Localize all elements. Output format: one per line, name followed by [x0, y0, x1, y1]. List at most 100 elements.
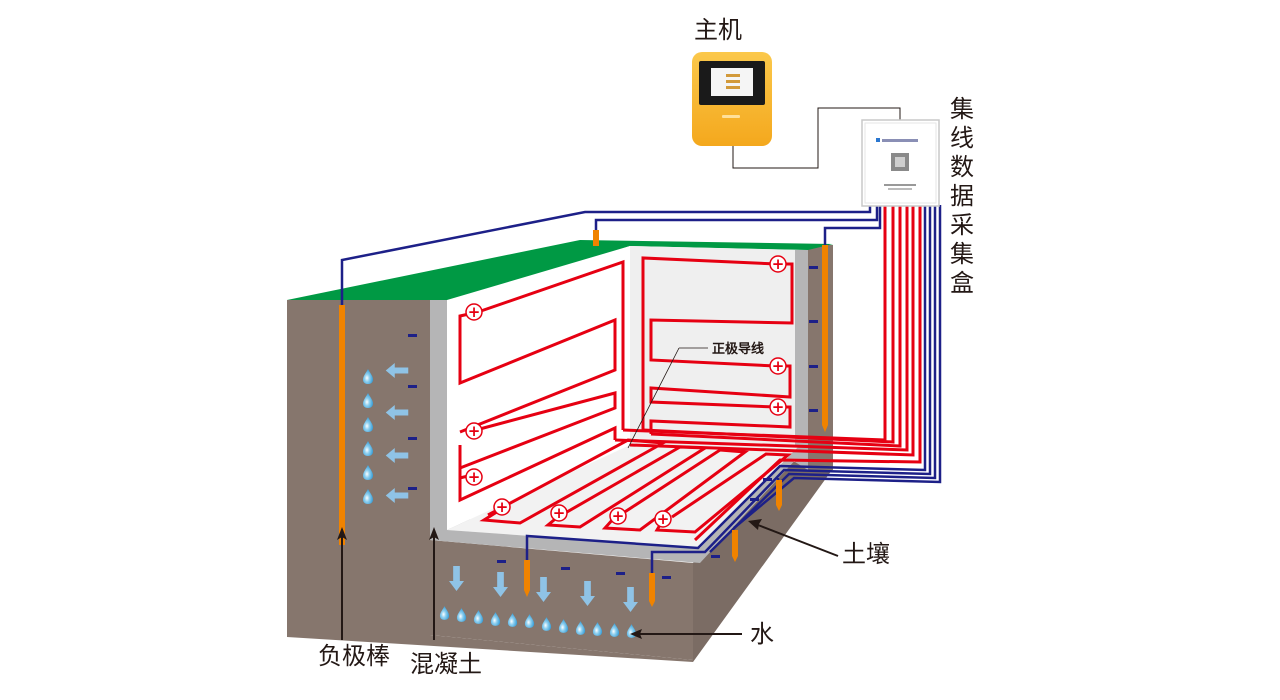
soil-label: 土壤 [842, 540, 890, 568]
cathode-rod-side-1 [732, 530, 738, 562]
host-screen-bar [726, 74, 740, 77]
concrete-leader-arrow [429, 527, 439, 540]
anode-marker: + [654, 510, 672, 528]
anode-bundle-2 [642, 205, 895, 444]
cathode-mark [408, 487, 417, 490]
collector-label-char: 数 [950, 153, 974, 181]
cathode-mark [809, 409, 818, 412]
collector-box-logo [876, 138, 880, 142]
cathode-mark [763, 478, 772, 481]
host-device [692, 52, 772, 146]
cathode-wires [340, 205, 942, 575]
leader-lines [337, 347, 839, 640]
cathode-rod-left [339, 305, 345, 545]
collector-box-footer-1 [884, 184, 916, 186]
anode-symbol: + [468, 303, 481, 321]
cathode-mark [616, 572, 625, 575]
water-leader-arrow [630, 629, 642, 639]
anode-wire-floor-1 [479, 438, 668, 525]
anode-bundle-4 [614, 205, 909, 452]
cathode-mark [750, 498, 759, 501]
cathode-mark [408, 385, 417, 388]
soil-left-face [287, 300, 693, 662]
cathode-mark [408, 437, 417, 440]
soil-leader [757, 524, 839, 557]
collector-label-char: 集 [950, 95, 974, 123]
anode-symbol: + [772, 398, 785, 416]
inner-left-wall [447, 246, 630, 530]
soil-block [287, 245, 833, 662]
cathode-rod-bottom-2 [649, 573, 655, 607]
anode-marker: + [465, 303, 483, 321]
host-cable [732, 107, 901, 169]
anode-marker: + [465, 468, 483, 486]
anode-marker: + [769, 255, 787, 273]
anode-symbol: + [468, 422, 481, 440]
anode-marker: + [769, 398, 787, 416]
water-label: 水 [750, 620, 774, 648]
anode-wire-floor-4 [654, 452, 792, 534]
collector-box-inner [864, 122, 937, 204]
collector-box-label: 集 线 数 据 采 集 盒 [950, 95, 974, 297]
collector-label-char: 据 [950, 182, 974, 210]
cathode-mark [809, 320, 818, 323]
host-screen-bar [726, 86, 740, 89]
anode-symbol: + [612, 507, 625, 525]
soil-leader-arrow [748, 519, 762, 530]
cathode-mark [809, 365, 818, 368]
cathode-mark [662, 576, 671, 579]
host-screen-bar [726, 80, 740, 83]
cathode-rod-label: 负极棒 [318, 642, 390, 670]
collector-label-char: 盒 [950, 269, 974, 297]
soil-right-face [693, 462, 832, 662]
cathode-rods [339, 230, 828, 607]
anode-wires [458, 205, 922, 542]
anode-symbol: + [468, 468, 481, 486]
anode-wire-back-1 [641, 256, 778, 430]
anode-marker: + [550, 504, 568, 522]
cathode-mark [497, 560, 506, 563]
collector-box-title-bar [882, 139, 918, 142]
cathode-bundle-3 [709, 205, 937, 553]
anode-wire-left-top [458, 259, 625, 434]
host-label: 主机 [694, 16, 742, 44]
collector-box-footer-2 [888, 188, 912, 190]
anode-symbol: + [772, 357, 785, 375]
concrete-label: 混凝土 [410, 650, 482, 678]
grass-surface [287, 240, 833, 300]
host-logo [722, 115, 740, 118]
cathode-mark [711, 555, 720, 558]
anode-symbol: + [772, 255, 785, 273]
cathode-mark [809, 266, 818, 269]
qr-code-inner [895, 157, 905, 167]
cathode-wire-left-rod [340, 205, 872, 305]
cathode-bundle-4 [733, 205, 942, 529]
concrete-right-wall [795, 250, 808, 470]
anode-wire-floor-3 [601, 448, 750, 532]
cathode-mark [561, 567, 570, 570]
collector-label-char: 线 [950, 124, 974, 152]
collector-label-char: 集 [950, 240, 974, 268]
cathode-rod-right [822, 245, 828, 432]
anode-marker: + [493, 498, 511, 516]
anode-marker: + [609, 507, 627, 525]
cathode-wire-top-rod [594, 205, 879, 235]
soil-front-face [430, 540, 693, 660]
collector-label-char: 采 [950, 211, 974, 239]
anode-wire-floor-5 [693, 205, 922, 542]
anode-bundle-3 [650, 205, 902, 448]
cathode-bundle-2 [650, 205, 932, 575]
cathode-rod-leader-arrow [337, 527, 347, 540]
anode-symbol: + [553, 504, 566, 522]
cathode-rod-side-2 [776, 480, 782, 511]
anode-wire-label: 正极导线 [712, 341, 764, 357]
anode-markers: + + + + + + + + + + [465, 255, 787, 528]
cathode-bundle-1 [525, 205, 927, 560]
cathode-rod-top [593, 230, 599, 246]
anode-wire-back-4 [649, 405, 792, 434]
anode-wire-back-2 [649, 262, 794, 368]
cathode-marks [408, 266, 818, 579]
anode-wire-leader-diag [627, 347, 680, 449]
anode-bundle-5 [629, 205, 915, 457]
